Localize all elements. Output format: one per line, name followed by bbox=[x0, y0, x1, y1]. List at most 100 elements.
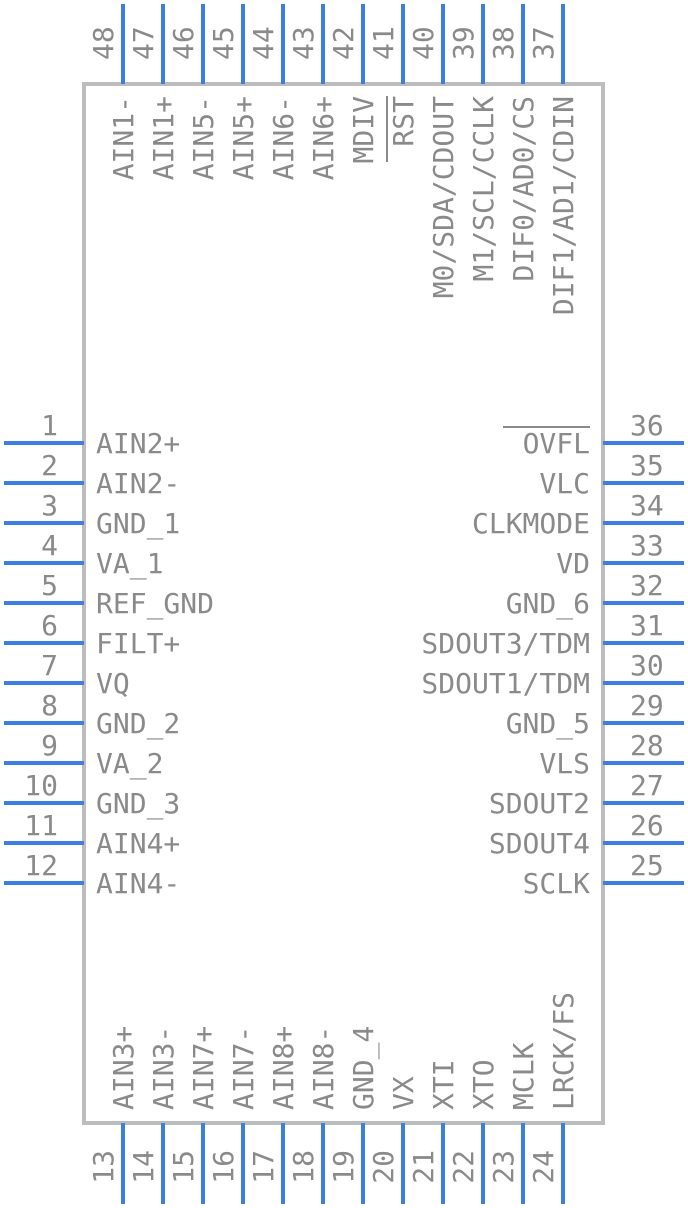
pin-number: 45 bbox=[207, 26, 240, 60]
pin-number: 20 bbox=[367, 1150, 400, 1184]
pin-label: VLS bbox=[539, 747, 590, 780]
pin-label: AIN6- bbox=[267, 96, 300, 180]
pin-number: 17 bbox=[247, 1150, 280, 1184]
pin-label: GND_2 bbox=[96, 707, 180, 741]
pin-24: 24 LRCK/FS bbox=[527, 992, 580, 1204]
pin-number: 44 bbox=[247, 26, 280, 60]
pin-label: DIF1/AD1/CDIN bbox=[547, 96, 580, 315]
pin-label: AIN4+ bbox=[96, 827, 180, 860]
pin-number: 24 bbox=[527, 1150, 560, 1184]
pin-number: 8 bbox=[41, 689, 58, 722]
pin-4: 4VA_1 bbox=[4, 529, 163, 581]
pin-label: AIN2+ bbox=[96, 427, 180, 460]
pin-label: AIN7+ bbox=[187, 1026, 220, 1110]
pin-number: 30 bbox=[630, 649, 664, 682]
pin-label: AIN8- bbox=[307, 1026, 340, 1110]
pin-number: 42 bbox=[327, 26, 360, 60]
pin-number: 26 bbox=[630, 809, 664, 842]
pin-number: 31 bbox=[630, 609, 664, 642]
pins-layer: 1AIN2+2AIN2-3GND_14VA_15REF_GND6FILT+7VQ… bbox=[4, 4, 684, 1204]
pin-label: SDOUT4 bbox=[489, 827, 590, 860]
pin-label: AIN5+ bbox=[227, 96, 260, 180]
pin-label: VQ bbox=[96, 667, 130, 700]
pin-number: 22 bbox=[447, 1150, 480, 1184]
pin-number: 3 bbox=[41, 489, 58, 522]
pin-number: 29 bbox=[630, 689, 664, 722]
pin-label: GND_4 bbox=[347, 1026, 381, 1110]
pin-number: 48 bbox=[87, 26, 120, 60]
pin-label: REF_GND bbox=[96, 587, 214, 621]
pin-label: CLKMODE bbox=[472, 507, 590, 540]
pin-number: 37 bbox=[527, 26, 560, 60]
pin-label: AIN4- bbox=[96, 867, 180, 900]
pin-label: AIN1+ bbox=[147, 96, 180, 180]
pin-number: 4 bbox=[41, 529, 58, 562]
pin-label: GND_6 bbox=[506, 587, 590, 621]
pin-9: 9VA_2 bbox=[4, 729, 163, 781]
pin-label: MCLK bbox=[507, 1042, 540, 1110]
pin-label: XTO bbox=[467, 1059, 500, 1110]
pin-number: 28 bbox=[630, 729, 664, 762]
pin-label: SDOUT3/TDM bbox=[421, 627, 590, 660]
pin-label: DIF0/AD0/CS bbox=[507, 96, 540, 281]
pin-number: 10 bbox=[24, 769, 58, 802]
pin-label: AIN3- bbox=[147, 1026, 180, 1110]
pin-label: GND_1 bbox=[96, 507, 180, 541]
pin-label: AIN1- bbox=[107, 96, 140, 180]
pin-label: AIN3+ bbox=[107, 1026, 140, 1110]
pin-number: 41 bbox=[367, 26, 400, 60]
pin-number: 11 bbox=[24, 809, 58, 842]
pin-number: 32 bbox=[630, 569, 664, 602]
pin-number: 13 bbox=[87, 1150, 120, 1184]
pin-label: GND_5 bbox=[506, 707, 590, 741]
pin-label: VX bbox=[387, 1076, 420, 1110]
pin-number: 43 bbox=[287, 26, 320, 60]
pin-number: 47 bbox=[127, 26, 160, 60]
pin-label: VLC bbox=[539, 467, 590, 500]
pin-number: 1 bbox=[41, 409, 58, 442]
pin-label: LRCK/FS bbox=[547, 992, 580, 1110]
pin-label: AIN2- bbox=[96, 467, 180, 500]
pin-number: 35 bbox=[630, 449, 664, 482]
pin-label: AIN5- bbox=[187, 96, 220, 180]
pin-number: 16 bbox=[207, 1150, 240, 1184]
pin-label: RST bbox=[387, 96, 420, 147]
pin-label: FILT+ bbox=[96, 627, 180, 660]
pin-label: OVFL bbox=[523, 427, 590, 460]
pin-13: 13 AIN3+ bbox=[87, 1026, 140, 1204]
pin-number: 6 bbox=[41, 609, 58, 642]
pin-number: 25 bbox=[630, 849, 664, 882]
pin-number: 5 bbox=[41, 569, 58, 602]
pin-number: 34 bbox=[630, 489, 664, 522]
pin-number: 18 bbox=[287, 1150, 320, 1184]
pin-number: 27 bbox=[630, 769, 664, 802]
pin-number: 15 bbox=[167, 1150, 200, 1184]
